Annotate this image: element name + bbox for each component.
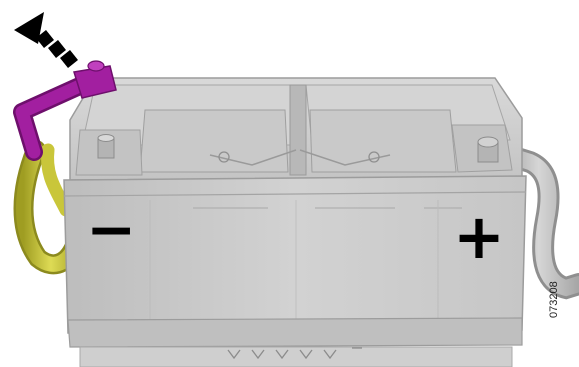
- dashed-arrow-up-left-icon: [14, 12, 78, 68]
- positive-terminal-post: [478, 137, 498, 162]
- reference-code: 073208: [548, 258, 560, 318]
- negative-terminal-post: [98, 135, 114, 159]
- negative-sign-label: −: [86, 200, 136, 260]
- positive-sign-label: +: [453, 206, 505, 268]
